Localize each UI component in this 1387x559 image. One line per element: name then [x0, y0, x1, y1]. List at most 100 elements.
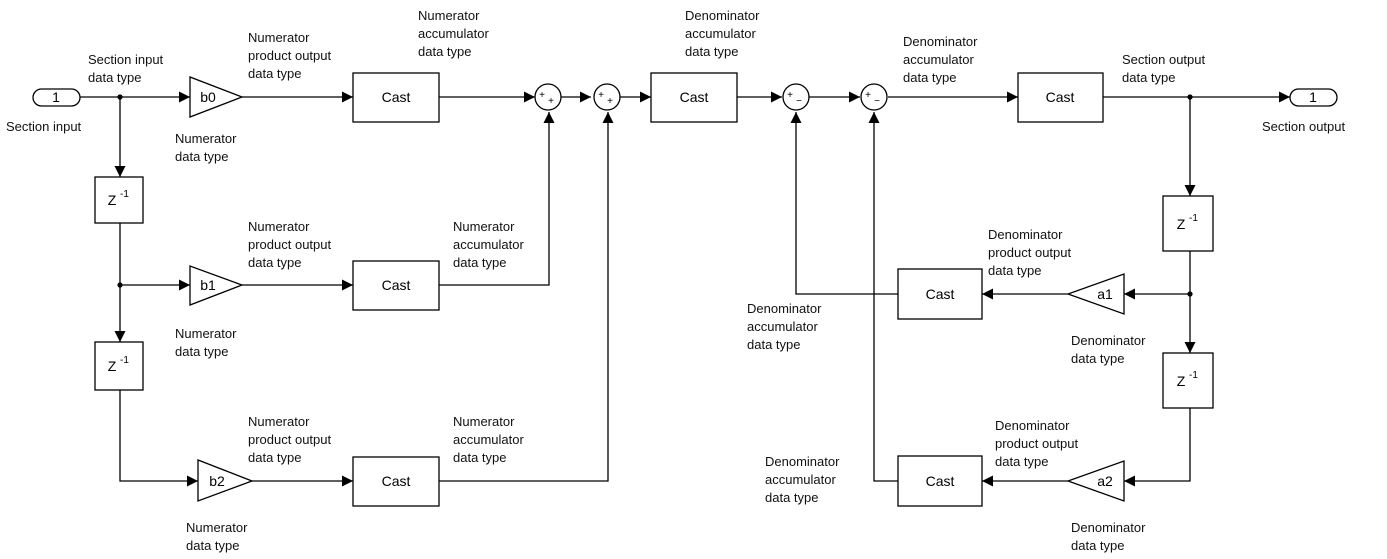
sum-sign-minus: − [796, 96, 802, 107]
section-output-port[interactable]: 1 [1289, 88, 1338, 107]
cast-block-num-acc[interactable]: Cast [650, 72, 738, 123]
cast-label: Cast [680, 89, 709, 105]
gain-b2[interactable]: b2 [197, 459, 254, 502]
label-numerator-accumulator-b2: Numerator accumulator data type [453, 414, 524, 465]
cast-block-section-output[interactable]: Cast [1017, 72, 1104, 123]
cast-block-num-b1[interactable]: Cast [352, 260, 440, 311]
junction-dots [117, 94, 1193, 297]
label-line: data type [1071, 538, 1125, 553]
sum-sign-plus: + [539, 90, 545, 101]
delay-base: Z [108, 358, 117, 374]
gain-b0[interactable]: b0 [189, 76, 244, 118]
label-line: product output [248, 237, 332, 252]
cast-block-den-a1[interactable]: Cast [897, 268, 983, 320]
sum-den-1[interactable]: + − [782, 83, 810, 111]
label-line: Numerator [175, 131, 237, 146]
label-line: Section output [1122, 52, 1206, 67]
sum-sign-plus: + [865, 90, 871, 101]
cast-label: Cast [382, 89, 411, 105]
label-line: Denominator [685, 8, 760, 23]
delay-exponent: -1 [1189, 370, 1198, 381]
label-line: accumulator [418, 26, 489, 41]
label-line: data type [175, 344, 229, 359]
signal-wires [80, 91, 1290, 487]
sum-num-2[interactable]: + + [593, 83, 621, 111]
sum-sign-minus: − [874, 96, 880, 107]
delay-exponent: -1 [120, 189, 129, 200]
label-line: Numerator [186, 520, 248, 535]
label-line: Denominator [1071, 520, 1146, 535]
junction-dot [1187, 291, 1193, 297]
delay-base: Z [1177, 216, 1186, 232]
section-output-label: Section output [1262, 119, 1346, 134]
label-line: accumulator [453, 432, 524, 447]
sum-sign-plus: + [607, 96, 613, 107]
label-line: Numerator [453, 414, 515, 429]
delay-base: Z [1177, 373, 1186, 389]
gain-a1[interactable]: a1 [1066, 273, 1125, 315]
label-line: Numerator [418, 8, 480, 23]
cast-block-num-b2[interactable]: Cast [352, 456, 440, 507]
cast-block-num-b0[interactable]: Cast [352, 72, 440, 123]
gain-a2[interactable]: a2 [1066, 460, 1125, 502]
label-line: data type [685, 44, 739, 59]
sum-den-2[interactable]: + − [860, 83, 888, 111]
label-line: accumulator [747, 319, 818, 334]
label-line: Numerator [248, 219, 310, 234]
label-numerator-accumulator-top: Numerator accumulator data type [418, 8, 489, 59]
label-line: Denominator [765, 454, 840, 469]
junction-dot [117, 282, 123, 288]
label-denominator-data-type-a2: Denominator data type [1071, 520, 1146, 553]
label-line: accumulator [685, 26, 756, 41]
label-line: Numerator [453, 219, 515, 234]
label-numerator-accumulator-b1: Numerator accumulator data type [453, 219, 524, 270]
label-line: data type [248, 255, 302, 270]
label-line: product output [248, 432, 332, 447]
junction-dot [117, 94, 123, 100]
label-line: data type [453, 450, 507, 465]
delay-den-2[interactable]: Z -1 [1162, 352, 1214, 409]
label-line: Denominator [903, 34, 978, 49]
label-denominator-accumulator-top-left: Denominator accumulator data type [685, 8, 760, 59]
label-line: Numerator [175, 326, 237, 341]
gain-a1-label: a1 [1097, 286, 1113, 302]
label-line: data type [995, 454, 1049, 469]
label-line: data type [418, 44, 472, 59]
cast-label: Cast [382, 473, 411, 489]
label-line: data type [1071, 351, 1125, 366]
delay-den-1[interactable]: Z -1 [1162, 195, 1214, 252]
section-input-port-number: 1 [52, 89, 60, 105]
delay-num-2[interactable]: Z -1 [94, 341, 144, 391]
label-line: data type [988, 263, 1042, 278]
label-line: accumulator [765, 472, 836, 487]
label-line: data type [747, 337, 801, 352]
section-input-port[interactable]: 1 [32, 88, 81, 107]
sum-sign-plus: + [787, 90, 793, 101]
delay-exponent: -1 [120, 355, 129, 366]
cast-block-den-a2[interactable]: Cast [897, 455, 983, 507]
delay-num-1[interactable]: Z -1 [94, 176, 144, 224]
label-line: accumulator [453, 237, 524, 252]
label-line: data type [453, 255, 507, 270]
label-line: Numerator [248, 414, 310, 429]
cast-label: Cast [926, 473, 955, 489]
label-line: product output [988, 245, 1072, 260]
gain-b1[interactable]: b1 [189, 265, 244, 306]
sum-sign-plus: + [548, 96, 554, 107]
gain-b2-label: b2 [209, 473, 225, 489]
label-numerator-data-type-b1: Numerator data type [175, 326, 237, 359]
sum-num-1[interactable]: + + [534, 83, 562, 111]
label-line: data type [248, 66, 302, 81]
